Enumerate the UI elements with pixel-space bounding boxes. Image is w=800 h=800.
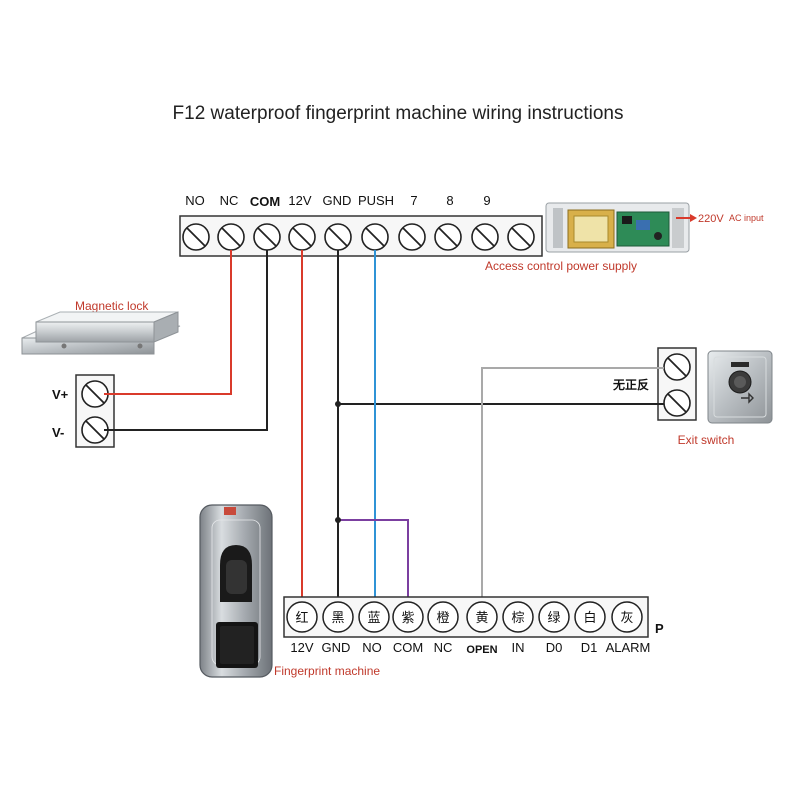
wire-color-terminal: 橙 [427,601,459,633]
wire-color-terminal: 黑 [322,601,354,633]
fingerprint-machine-image [199,504,273,678]
terminal-marker-p: P [655,621,664,636]
arrow-right-icon [676,214,697,222]
magnetic-lock-image [21,311,181,355]
terminal-label-no: NO [185,193,205,208]
wire-color-blue: 蓝 [367,611,380,626]
ac-input-label: AC input [729,213,764,223]
screw-terminal [253,223,281,251]
wire-color-brown: 棕 [511,611,524,626]
wire-color-terminal: 蓝 [358,601,390,633]
screw-terminal [182,223,210,251]
top-terminal-block [179,215,543,257]
fp-label-12v: 12V [290,640,313,655]
screw-terminal [361,223,389,251]
fp-label-in: IN [512,640,525,655]
screw-terminal [324,223,352,251]
fp-label-no: NO [362,640,382,655]
screw-terminal [471,223,499,251]
fingerprint-machine-caption: Fingerprint machine [274,664,380,678]
fp-label-alarm: ALARM [606,640,651,655]
power-supply-image [545,202,690,253]
power-supply-caption: Access control power supply [485,259,637,273]
wire-color-terminal: 红 [286,601,318,633]
fp-label-d0: D0 [546,640,563,655]
wire-color-terminal: 绿 [538,601,570,633]
wire-color-green: 绿 [547,611,560,626]
wire-color-terminal: 棕 [502,601,534,633]
screw-terminal [288,223,316,251]
exit-switch-terminal [657,347,697,421]
wire-color-terminal: 黄 [466,601,498,633]
fp-label-com: COM [393,640,423,655]
wire-color-terminal: 灰 [611,601,643,633]
exit-switch-polarity-note: 无正反 [612,377,649,392]
screw-terminal [217,223,245,251]
fp-label-gnd: GND [322,640,351,655]
lock-terminal-vplus: V+ [52,387,69,402]
wire-red-lock [104,250,232,395]
terminal-label-nc: NC [220,193,239,208]
terminal-label-push: PUSH [358,193,394,208]
fp-label-d1: D1 [581,640,598,655]
magnetic-lock-caption: Magnetic lock [75,299,149,313]
wire-color-purple: 紫 [401,611,414,626]
voltage-label: 220V [698,213,724,225]
wire-black-lock [104,250,268,431]
fingerprint-terminal-labels: 12V GND NO COM NC OPEN IN D0 D1 ALARM [290,640,650,656]
wire-color-orange: 橙 [436,611,449,626]
diagram-title: F12 waterproof fingerprint machine wirin… [173,103,624,124]
wire-color-white: 白 [583,610,596,626]
fp-label-nc: NC [434,640,453,655]
screw-terminal [434,223,462,251]
wire-color-black: 黑 [331,611,344,626]
screw-terminal [507,223,535,251]
wires [104,250,664,602]
wire-purple-com [338,519,409,602]
terminal-label-9: 9 [483,193,490,208]
wire-color-grey: 灰 [620,611,633,626]
junction-dot [335,517,341,523]
wire-color-terminal: 紫 [392,601,424,633]
wire-color-yellow: 黄 [475,611,488,626]
terminal-label-com: COM [250,194,280,209]
terminal-label-gnd: GND [323,193,352,208]
fp-label-open: OPEN [466,644,497,656]
top-terminal-labels: NO NC COM 12V GND PUSH 7 8 9 [185,193,490,209]
wire-grey-open [481,367,664,602]
terminal-label-7: 7 [410,193,417,208]
screw-terminal [398,223,426,251]
magnetic-lock-terminal [75,374,115,448]
wire-color-red: 红 [295,610,308,626]
terminal-label-12v: 12V [288,193,311,208]
lock-terminal-vminus: V- [52,425,64,440]
junction-dot [335,401,341,407]
wire-color-terminal: 白 [574,601,606,633]
exit-switch-image [707,350,773,424]
exit-switch-caption: Exit switch [678,433,735,447]
terminal-label-8: 8 [446,193,453,208]
fingerprint-terminal-block: 红 黑 蓝 紫 橙 黄 棕 绿 白 灰 [283,596,649,638]
